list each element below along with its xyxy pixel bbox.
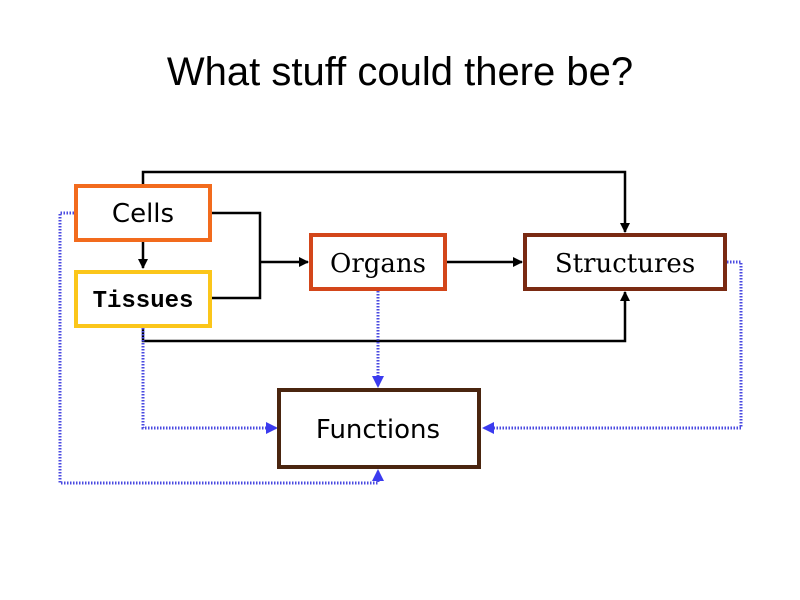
node-structures: Structures xyxy=(523,233,727,291)
edge-tissues-functions xyxy=(141,328,278,434)
edge-cells-organs xyxy=(211,211,262,300)
node-cells: Cells xyxy=(74,184,212,242)
slide-title: What stuff could there be? xyxy=(166,50,634,94)
node-functions: Functions xyxy=(277,388,481,469)
edge-cells-structures xyxy=(141,170,630,233)
edge-structures-functions xyxy=(482,260,743,434)
cells-label: Cells xyxy=(112,199,174,229)
organs-label: Organs xyxy=(330,249,426,279)
node-tissues: Tissues xyxy=(74,270,212,328)
structures-label: Structures xyxy=(555,249,695,279)
functions-label: Functions xyxy=(316,415,440,445)
edge-cells-functions xyxy=(58,211,384,485)
tissues-label: Tissues xyxy=(93,288,194,315)
node-organs: Organs xyxy=(309,233,447,291)
edge-tissues-structures xyxy=(141,291,630,343)
